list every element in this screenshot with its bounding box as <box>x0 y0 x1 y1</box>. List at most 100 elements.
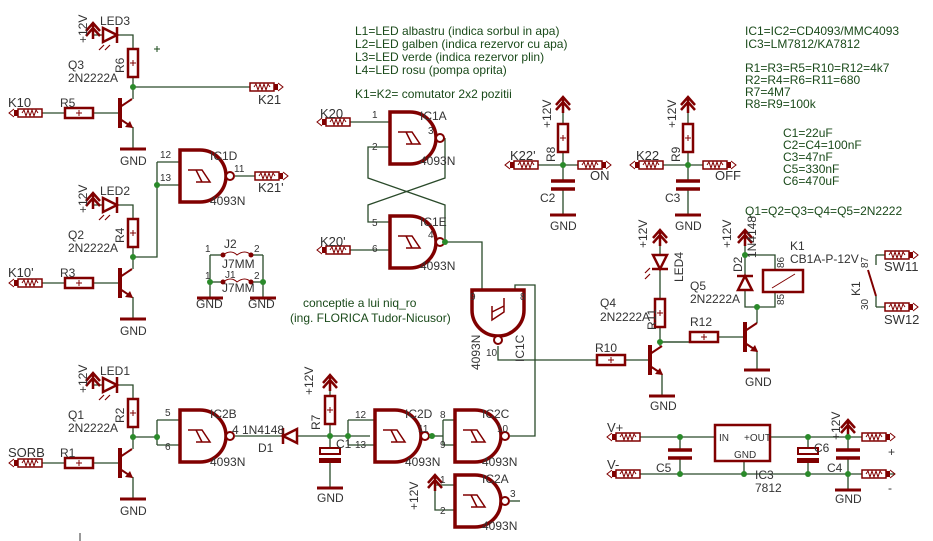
label-r12: R12 <box>690 315 712 329</box>
gate-body <box>470 288 526 338</box>
diode-triangle <box>280 426 299 446</box>
label-q3: Q3 <box>68 58 84 72</box>
label-v12: +12V <box>76 365 90 393</box>
label-ic3: IC3 <box>755 468 774 482</box>
connector-k22p <box>504 160 539 170</box>
connector-tip <box>909 304 913 310</box>
label-v12: +12V <box>829 412 843 440</box>
junction-dot <box>685 162 691 168</box>
inversion-bubble <box>435 133 445 143</box>
label-v12: +12V <box>665 100 679 128</box>
schmitt-icon <box>491 298 505 322</box>
label-off: OFF <box>715 168 741 183</box>
gate-ic1d <box>178 148 235 204</box>
label-p8: 8 <box>520 292 526 303</box>
connector-tip <box>635 162 639 168</box>
label-ic1e: IC1E <box>420 215 447 229</box>
supply-arrow-icon <box>85 21 101 39</box>
label-v12: +12V <box>540 100 554 128</box>
label-led2: LED2 <box>100 184 130 198</box>
transistor-q5 <box>743 322 758 352</box>
resistor-note: R1=R3=R5=R10=R12=4k7 <box>745 61 890 75</box>
connector-pattern <box>253 82 271 92</box>
resistor-r6 <box>126 47 140 79</box>
wire <box>744 291 776 308</box>
label-p11: 11 <box>418 424 429 435</box>
plus-mark <box>701 334 707 340</box>
label-v12: +12V <box>636 220 650 248</box>
label-r10: R10 <box>595 341 617 355</box>
label-j1: J1 <box>225 270 236 281</box>
label-p13: 13 <box>355 440 367 451</box>
connector-tip <box>886 434 890 440</box>
connector-tip <box>612 471 616 477</box>
credit-line-1: conceptie a lui niq_ro <box>303 296 417 310</box>
label-ic1d: IC1D <box>210 149 238 163</box>
label-ic2c: IC2C <box>482 407 510 421</box>
connector-arrow-icon <box>282 171 289 181</box>
resistor-r12 <box>688 330 720 344</box>
label-plus: + <box>888 445 895 459</box>
label-gnd: GND <box>120 154 147 168</box>
connector-k21 <box>249 82 284 92</box>
label-ic4093: 4093N <box>210 455 245 469</box>
connector-pattern <box>517 160 535 170</box>
supply-arrow-icon <box>840 418 856 436</box>
transistor-base-bar <box>118 268 122 298</box>
label-q4: Q4 <box>600 296 616 310</box>
diode-triangle <box>735 273 755 292</box>
led-led3 <box>101 25 120 45</box>
supply-arrow-icon <box>680 95 696 113</box>
label-v12: +12V <box>720 220 734 248</box>
gate-ic2d <box>373 408 430 464</box>
label-p85: 85 <box>776 293 787 305</box>
schmitt-icon <box>463 494 487 508</box>
resistor-r1 <box>63 456 95 470</box>
label-led4: LED4 <box>672 252 686 282</box>
label-ic1a: IC1A <box>420 109 447 123</box>
jumper-pin <box>248 252 254 258</box>
connector-tip <box>322 247 326 253</box>
label-r1: R1 <box>60 446 76 460</box>
wire <box>660 337 691 343</box>
label-p2: 2 <box>254 244 260 255</box>
connector-pattern <box>21 458 39 468</box>
supply-arrow-icon <box>652 228 668 246</box>
label-p4: 4 <box>428 230 434 241</box>
label-r8: R8 <box>544 146 558 162</box>
label-r2: R2 <box>113 407 127 423</box>
connector-pattern <box>329 117 347 127</box>
junction-dot <box>742 252 748 258</box>
capacitor-c6 <box>797 447 819 455</box>
label-r9: R9 <box>669 146 683 162</box>
label-p2: 2 <box>440 506 446 517</box>
plus-mark <box>608 357 614 363</box>
label-p6: 6 <box>372 244 378 255</box>
capacitor-note: C5=330nF <box>783 162 839 176</box>
label-ic4093: 4093N <box>482 519 517 533</box>
supply-arrow-icon <box>555 95 571 113</box>
gate-ic1a <box>388 110 445 166</box>
capacitor-c1 <box>319 447 341 455</box>
label-p11: 11 <box>234 164 245 175</box>
supply-arrow-icon <box>427 473 443 491</box>
transistor-q4 <box>648 345 663 375</box>
connector-arrow-icon <box>504 160 511 170</box>
label-j2: J2 <box>224 237 237 251</box>
jumper-pin <box>248 279 254 285</box>
label-gnd: GND <box>120 504 147 518</box>
origin-mark <box>154 46 160 52</box>
label-ic4093: 4093N <box>482 455 517 469</box>
emitter-arrow-icon <box>750 345 758 352</box>
gate-ic2c <box>453 408 510 464</box>
ic-note: IC1=IC2=CD4093/MMC4093 <box>745 24 899 38</box>
label-gnd: GND <box>745 375 772 389</box>
junction-dot <box>560 162 566 168</box>
label-v12: +12V <box>76 15 90 43</box>
wire <box>744 246 776 270</box>
label-gnd: GND <box>550 219 577 233</box>
legend-line: L4=LED rosu (pompa oprita) <box>355 63 507 77</box>
label-p6: 6 <box>165 442 171 453</box>
label-gnd: GND <box>835 492 862 506</box>
label-p2: 2 <box>254 271 260 282</box>
